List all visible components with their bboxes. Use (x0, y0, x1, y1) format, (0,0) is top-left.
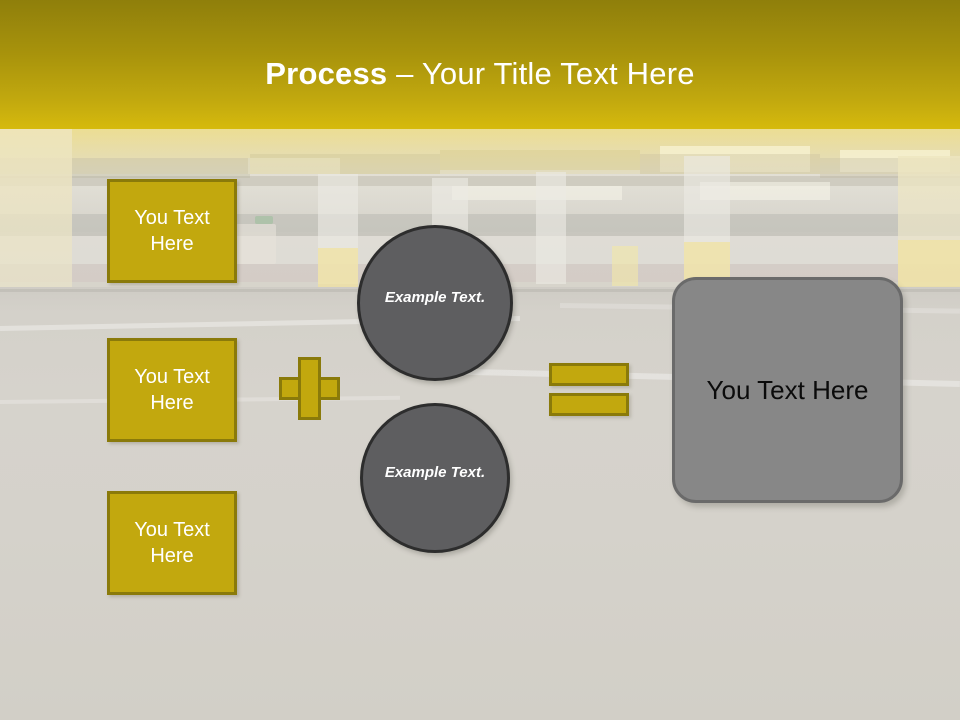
plus-center-fill (301, 380, 318, 397)
garage-column (0, 128, 72, 287)
circle-1[interactable]: Example Text. (357, 225, 513, 381)
ceiling-beam (640, 154, 820, 174)
input-box-3[interactable]: You Text Here (107, 491, 237, 595)
title-banner (0, 0, 960, 129)
input-box-3-label: You Text Here (134, 519, 210, 567)
circle-1-label: Example Text. (384, 289, 486, 306)
input-box-2-label: You Text Here (134, 366, 210, 414)
column-base (898, 240, 960, 288)
equals-top-bar (549, 363, 629, 386)
ceiling-beam (250, 154, 440, 174)
equals-icon (549, 363, 629, 416)
ceiling-window (248, 158, 340, 174)
circle-2[interactable]: Example Text. (360, 403, 510, 553)
result-box-label: You Text Here (706, 374, 869, 405)
title-rest: Your Title Text Here (421, 56, 695, 91)
far-window (700, 182, 830, 200)
ceiling-edge (0, 176, 960, 186)
input-box-1[interactable]: You Text Here (107, 179, 237, 283)
column-base (612, 246, 638, 286)
garage-column (536, 172, 566, 284)
page-title: Process – Your Title Text Here (0, 52, 960, 96)
plus-icon (279, 357, 340, 420)
column-base (318, 248, 358, 288)
exit-sign (255, 216, 273, 224)
input-box-2[interactable]: You Text Here (107, 338, 237, 442)
result-box[interactable]: You Text Here (672, 277, 903, 503)
ceiling-beam (440, 150, 640, 170)
title-bold-part: Process (265, 56, 388, 91)
title-separator: – (387, 56, 422, 91)
distant-doorway (236, 224, 276, 264)
equals-bottom-bar (549, 393, 629, 416)
circle-2-label: Example Text. (384, 464, 486, 481)
input-box-1-label: You Text Here (134, 207, 210, 255)
